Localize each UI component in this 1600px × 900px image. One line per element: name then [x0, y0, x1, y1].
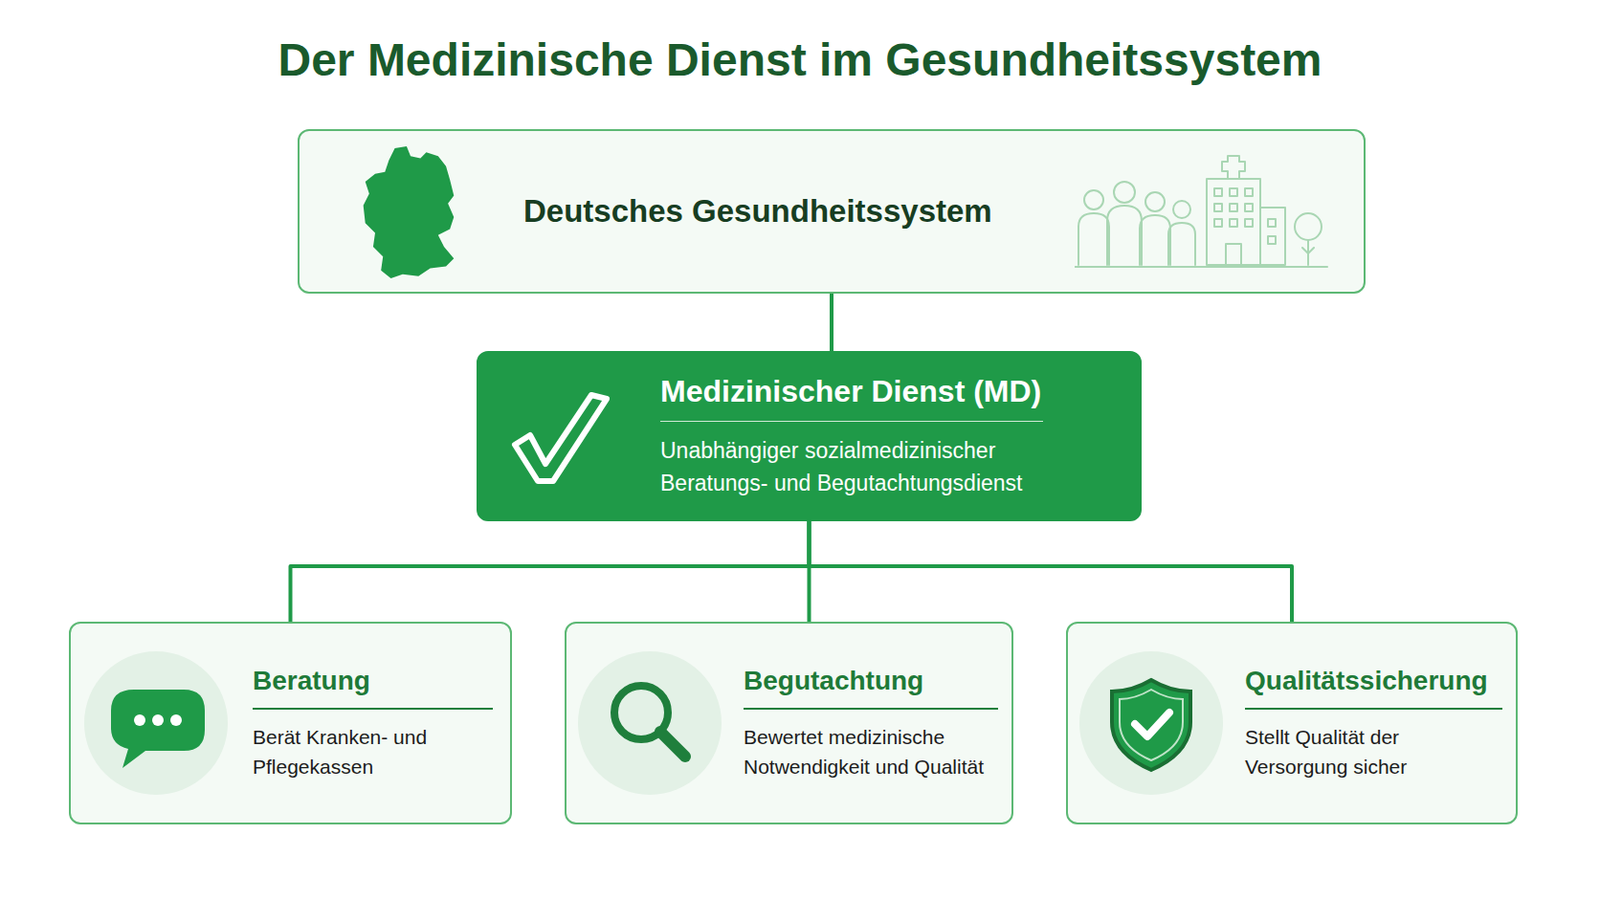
task-box: BegutachtungBewertet medizinische Notwen…: [564, 622, 1014, 825]
node-heading: Medizinischer Dienst (MD): [660, 373, 1044, 423]
service-box: Medizinischer Dienst (MD) Unabhängiger so…: [476, 351, 1142, 522]
magnifier-icon: [577, 651, 722, 796]
connector-line: [829, 293, 834, 352]
task-box: BeratungBerät Kranken- und Pflegekassen: [68, 622, 512, 825]
node-heading: Qualitätssicherung: [1244, 665, 1503, 712]
node-description: Berät Kranken- und Pflegekassen: [252, 723, 493, 782]
connector-line: [809, 521, 1293, 623]
people-building-illustration: [1074, 152, 1343, 275]
shield-icon: [1079, 651, 1223, 796]
germany-map: [355, 144, 465, 283]
node-description: Unabhängiger sozialmedizinischer Beratun…: [660, 435, 1044, 500]
chat-icon: [84, 651, 228, 796]
node-heading: Deutsches Gesundheitssystem: [523, 192, 1077, 231]
node-heading: Begutachtung: [743, 665, 999, 712]
node-description: Bewertet medizinische Notwendigkeit und …: [743, 723, 999, 782]
check-icon: [507, 387, 613, 488]
diagram-title: Der Medizinische Dienst im Gesundheitssy…: [0, 32, 1600, 89]
task-box: QualitätssicherungStellt Qualität der Ve…: [1066, 622, 1518, 825]
system-box: Deutsches Gesundheitssystem: [297, 129, 1366, 294]
node-heading: Beratung: [252, 665, 493, 712]
node-description: Stellt Qualität der Versorgung sicher: [1244, 723, 1503, 782]
connector-line: [290, 521, 810, 623]
